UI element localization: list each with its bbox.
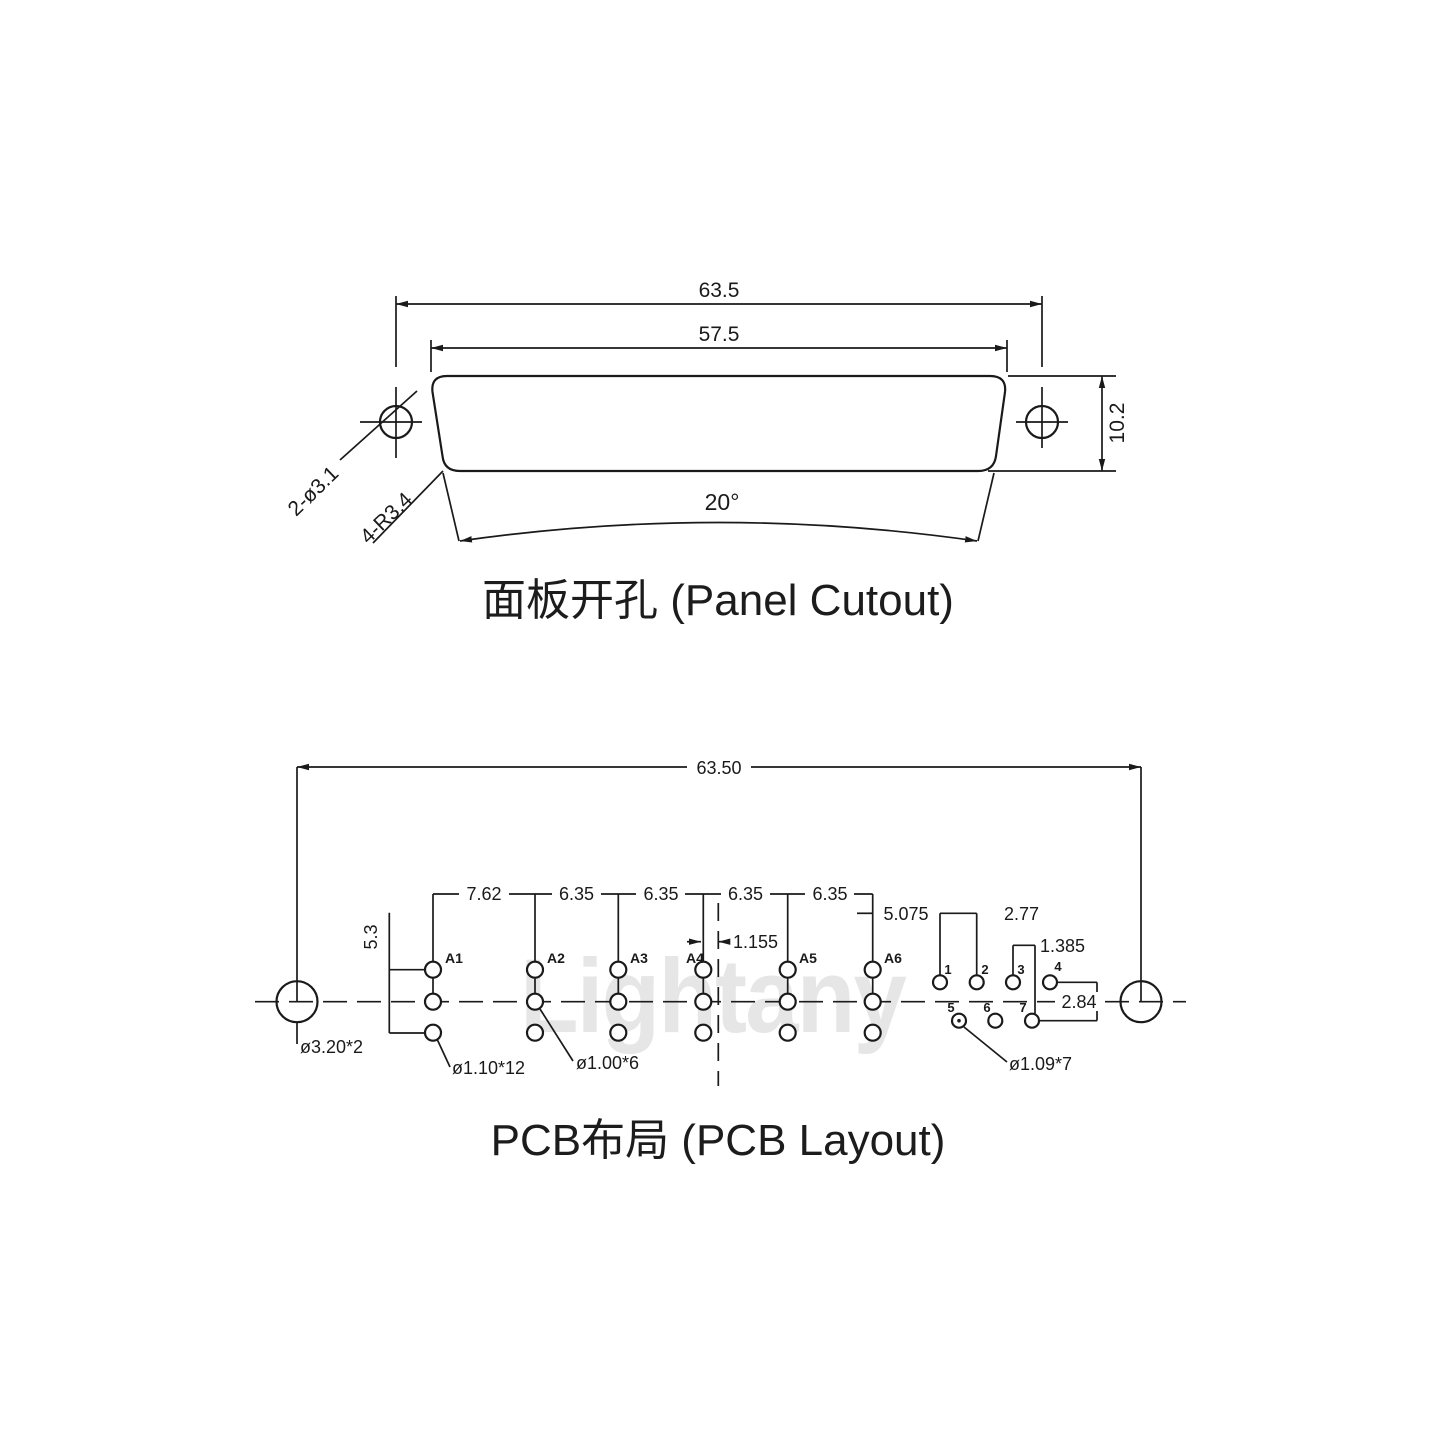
dim-row-height-label: 5.3 (361, 924, 381, 949)
dim-angle-label: 20° (705, 489, 740, 515)
dim-outer-width-label: 63.5 (699, 279, 740, 302)
pad-label-a2: A2 (547, 950, 565, 966)
pitch-label-2: 6.35 (559, 884, 594, 904)
leader-line (339, 390, 418, 461)
leader-line (963, 1026, 1008, 1063)
pin-label-1: 1 (944, 962, 951, 977)
label-mask (721, 884, 770, 904)
pitch-label-4: 6.35 (728, 884, 763, 904)
center-holes-callout: ø1.00*6 (576, 1053, 639, 1073)
pin5-center-dot (957, 1018, 961, 1023)
dim-inner-width-label: 57.5 (699, 323, 740, 346)
label-mask (552, 884, 601, 904)
panel-cutout-drawing: 63.5 57.5 10.2 20° 2-ø3.1 4-R3.4 面 (284, 279, 1129, 625)
pad-label-a5: A5 (799, 950, 817, 966)
pin-label-5: 5 (947, 1000, 954, 1015)
pad-label-a6: A6 (884, 950, 902, 966)
pin-label-6: 6 (983, 1000, 990, 1015)
pcb-mount-hole-right (1119, 980, 1163, 1024)
pitch-label-5: 6.35 (812, 884, 847, 904)
label-mask (1055, 992, 1103, 1011)
pitch-label-1: 7.62 (466, 884, 501, 904)
dim-center-offset-label: 1.155 (733, 932, 778, 952)
pitch-label-3: 6.35 (643, 884, 678, 904)
ext-line (442, 472, 460, 542)
label-mask (636, 884, 685, 904)
pcb-layout-drawing: 63.50 7.62 6.35 6.35 6.35 6.35 (255, 757, 1186, 1165)
leader-line (539, 1008, 574, 1062)
label-mask (805, 884, 854, 904)
holes-callout-label: 2-ø3.1 (284, 462, 344, 521)
dim-pin-pitch-label: 2.77 (1004, 904, 1039, 924)
cutout-outline (431, 374, 1007, 473)
label-mask (687, 757, 751, 778)
mount-holes-callout: ø3.20*2 (300, 1037, 363, 1057)
radius-callout-label: 4-R3.4 (356, 488, 418, 549)
leader-line (372, 470, 444, 544)
label-mask (459, 884, 509, 904)
pin-label-2: 2 (981, 962, 988, 977)
leader-line (436, 1038, 451, 1068)
dim-height-label: 10.2 (1106, 403, 1129, 444)
pin-pads: 1 2 3 4 5 6 7 (931, 959, 1062, 1029)
pad-label-a3: A3 (630, 950, 648, 966)
pad-label-a4: A4 (686, 950, 704, 966)
angle-arc (459, 521, 978, 543)
ext-line (977, 472, 995, 542)
pin-label-4: 4 (1054, 959, 1062, 974)
coax-contact-columns: A1 A2 A3 A4 A5 A6 (423, 894, 902, 1042)
pcb-layout-title: PCB布局 (PCB Layout) (491, 1116, 946, 1165)
dim-a6-pin1-label: 5.075 (883, 904, 928, 924)
pad-label-a1: A1 (445, 950, 463, 966)
pin-holes-callout: ø1.09*7 (1009, 1054, 1072, 1074)
outer-holes-callout: ø1.10*12 (452, 1058, 525, 1078)
watermark-text: Lightany (520, 938, 906, 1055)
panel-cutout-title: 面板开孔 (Panel Cutout) (482, 576, 954, 625)
dim-pin3-offset-label: 1.385 (1040, 936, 1085, 956)
pin-label-7: 7 (1019, 1000, 1026, 1015)
pin-label-3: 3 (1017, 962, 1024, 977)
dim-pin-row-gap-label: 2.84 (1061, 992, 1096, 1012)
pad-circles (423, 960, 882, 1042)
dim-span-label: 63.50 (696, 758, 741, 778)
